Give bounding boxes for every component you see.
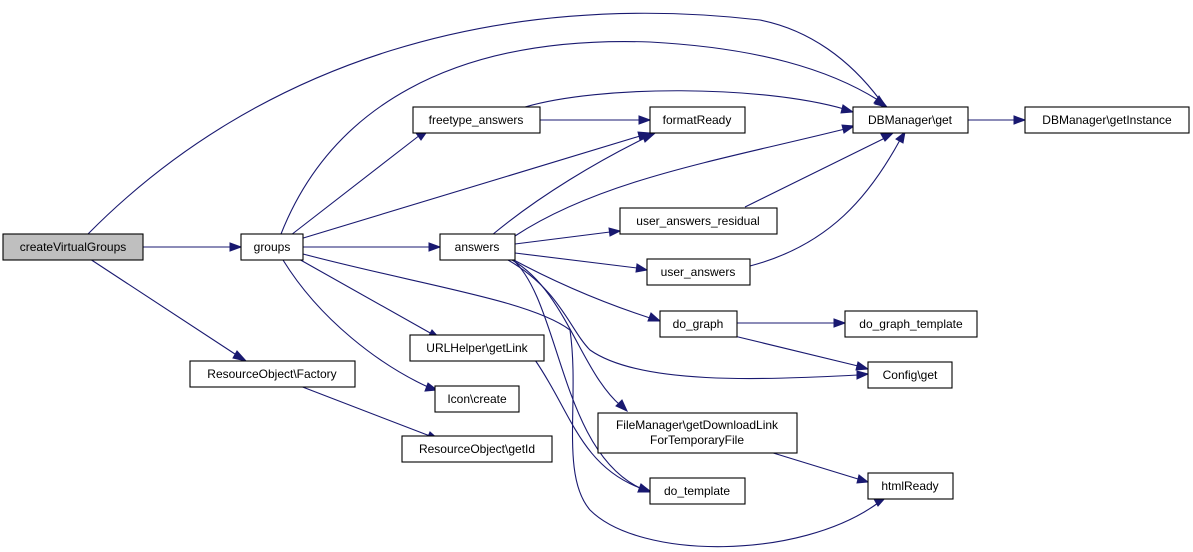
node-createVirtualGroups[interactable]: createVirtualGroups	[2, 233, 144, 261]
node-user_answers_residual[interactable]: user_answers_residual	[619, 207, 778, 235]
node-label: ResourceObject\getId	[419, 442, 535, 456]
edge-answers-user_answers_residual	[514, 231, 611, 245]
node-groups[interactable]: groups	[240, 233, 304, 261]
arrowhead	[841, 124, 856, 134]
node-label: URLHelper\getLink	[426, 341, 528, 355]
arrowhead	[880, 132, 895, 142]
edges-layer	[87, 12, 1027, 548]
arrowhead	[833, 318, 847, 328]
arrowhead	[1013, 115, 1027, 125]
edge-freetype_answers-DBManagerGet	[524, 90, 845, 110]
edge-createVirtualGroups-ResourceObjectFactory	[89, 258, 239, 357]
node-dbmanager-get[interactable]: DBManager\get	[852, 106, 969, 134]
edge-groups-htmlReady	[302, 253, 879, 548]
node-freetype_answers[interactable]: freetype_answers	[412, 106, 541, 134]
arrowhead	[229, 242, 243, 252]
edge-user_answers_residual-DBManagerGet	[744, 137, 886, 208]
node-resourceobject-factory[interactable]: ResourceObject\Factory	[189, 360, 356, 388]
arrowhead	[895, 130, 906, 144]
node-label-line2: ForTemporaryFile	[650, 433, 744, 447]
edge-answers-DBManagerGet	[514, 128, 846, 237]
arrowhead	[641, 133, 656, 143]
arrowhead	[635, 263, 649, 273]
edge-user_answers-DBManagerGet	[749, 139, 901, 267]
node-label: groups	[254, 240, 291, 254]
node-label: Icon\create	[447, 392, 507, 406]
node-label: createVirtualGroups	[20, 240, 127, 254]
node-config-get[interactable]: Config\get	[867, 361, 953, 389]
arrowhead	[856, 474, 870, 484]
node-label: do_graph_template	[859, 317, 963, 331]
arrowhead	[615, 399, 629, 413]
node-htmlReady[interactable]: htmlReady	[867, 472, 954, 500]
node-label: htmlReady	[881, 479, 938, 493]
edge-URLHelperGetLink-do_template	[534, 359, 641, 489]
edge-groups-freetype_answers	[290, 134, 421, 236]
edge-FileManagerLink-htmlReady	[769, 451, 859, 480]
node-formatReady[interactable]: formatReady	[649, 106, 746, 134]
arrowhead	[637, 483, 652, 493]
edge-answers-ConfigGet	[507, 259, 859, 380]
edge-groups-IconCreate	[282, 259, 429, 388]
edge-groups-formatReady	[299, 135, 641, 240]
arrowhead	[232, 350, 248, 362]
node-do_graph[interactable]: do_graph	[659, 310, 738, 338]
node-label: user_answers_residual	[636, 214, 759, 228]
edge-answers-user_answers	[514, 252, 638, 269]
arrowhead	[638, 115, 652, 125]
node-label: DBManager\get	[868, 113, 953, 127]
node-label: FileManager\getDownloadLink	[616, 418, 779, 432]
node-label: Config\get	[883, 368, 938, 382]
node-label: do_template	[664, 484, 730, 498]
node-do_template[interactable]: do_template	[649, 477, 746, 505]
node-icon-create[interactable]: Icon\create	[434, 385, 520, 413]
arrowhead	[856, 370, 870, 380]
edge-do_graph-ConfigGet	[729, 334, 859, 367]
edge-groups-DBManagerGet	[280, 41, 879, 235]
node-do_graph_template[interactable]: do_graph_template	[844, 310, 978, 338]
nodes-layer: createVirtualGroups groups ResourceObjec…	[2, 106, 1190, 505]
node-label: user_answers	[661, 265, 736, 279]
node-resourceobject-getid[interactable]: ResourceObject\getId	[401, 435, 553, 463]
node-label: DBManager\getInstance	[1042, 113, 1172, 127]
arrowhead	[874, 96, 889, 108]
arrowhead	[608, 227, 622, 237]
node-label: ResourceObject\Factory	[207, 367, 336, 381]
node-label: formatReady	[663, 113, 732, 127]
node-dbmanager-getinstance[interactable]: DBManager\getInstance	[1024, 106, 1190, 134]
arrowhead	[855, 361, 870, 371]
arrowhead	[424, 382, 439, 392]
edge-answers-formatReady	[491, 137, 646, 236]
edge-groups-URLHelperGetLink	[296, 257, 433, 335]
arrowhead	[428, 242, 442, 252]
node-label: answers	[455, 240, 500, 254]
node-user_answers[interactable]: user_answers	[646, 258, 751, 286]
edge-createVirtualGroups-DBManagerGet	[87, 12, 881, 235]
edge-answers-do_graph	[509, 257, 651, 319]
edge-ResourceObjectFactory-ResourceObjectGetId	[299, 385, 431, 437]
edge-answers-FileManagerLink	[511, 259, 621, 406]
node-answers[interactable]: answers	[439, 233, 516, 261]
edge-answers-do_template	[511, 258, 641, 489]
arrowhead	[647, 312, 662, 322]
arrowhead	[840, 104, 855, 114]
node-urlhelper-getlink[interactable]: URLHelper\getLink	[409, 334, 545, 362]
node-label: freetype_answers	[429, 113, 524, 127]
node-filemanager-getdownloadlink[interactable]: FileManager\getDownloadLink ForTemporary…	[597, 412, 798, 454]
node-label: do_graph	[673, 317, 724, 331]
